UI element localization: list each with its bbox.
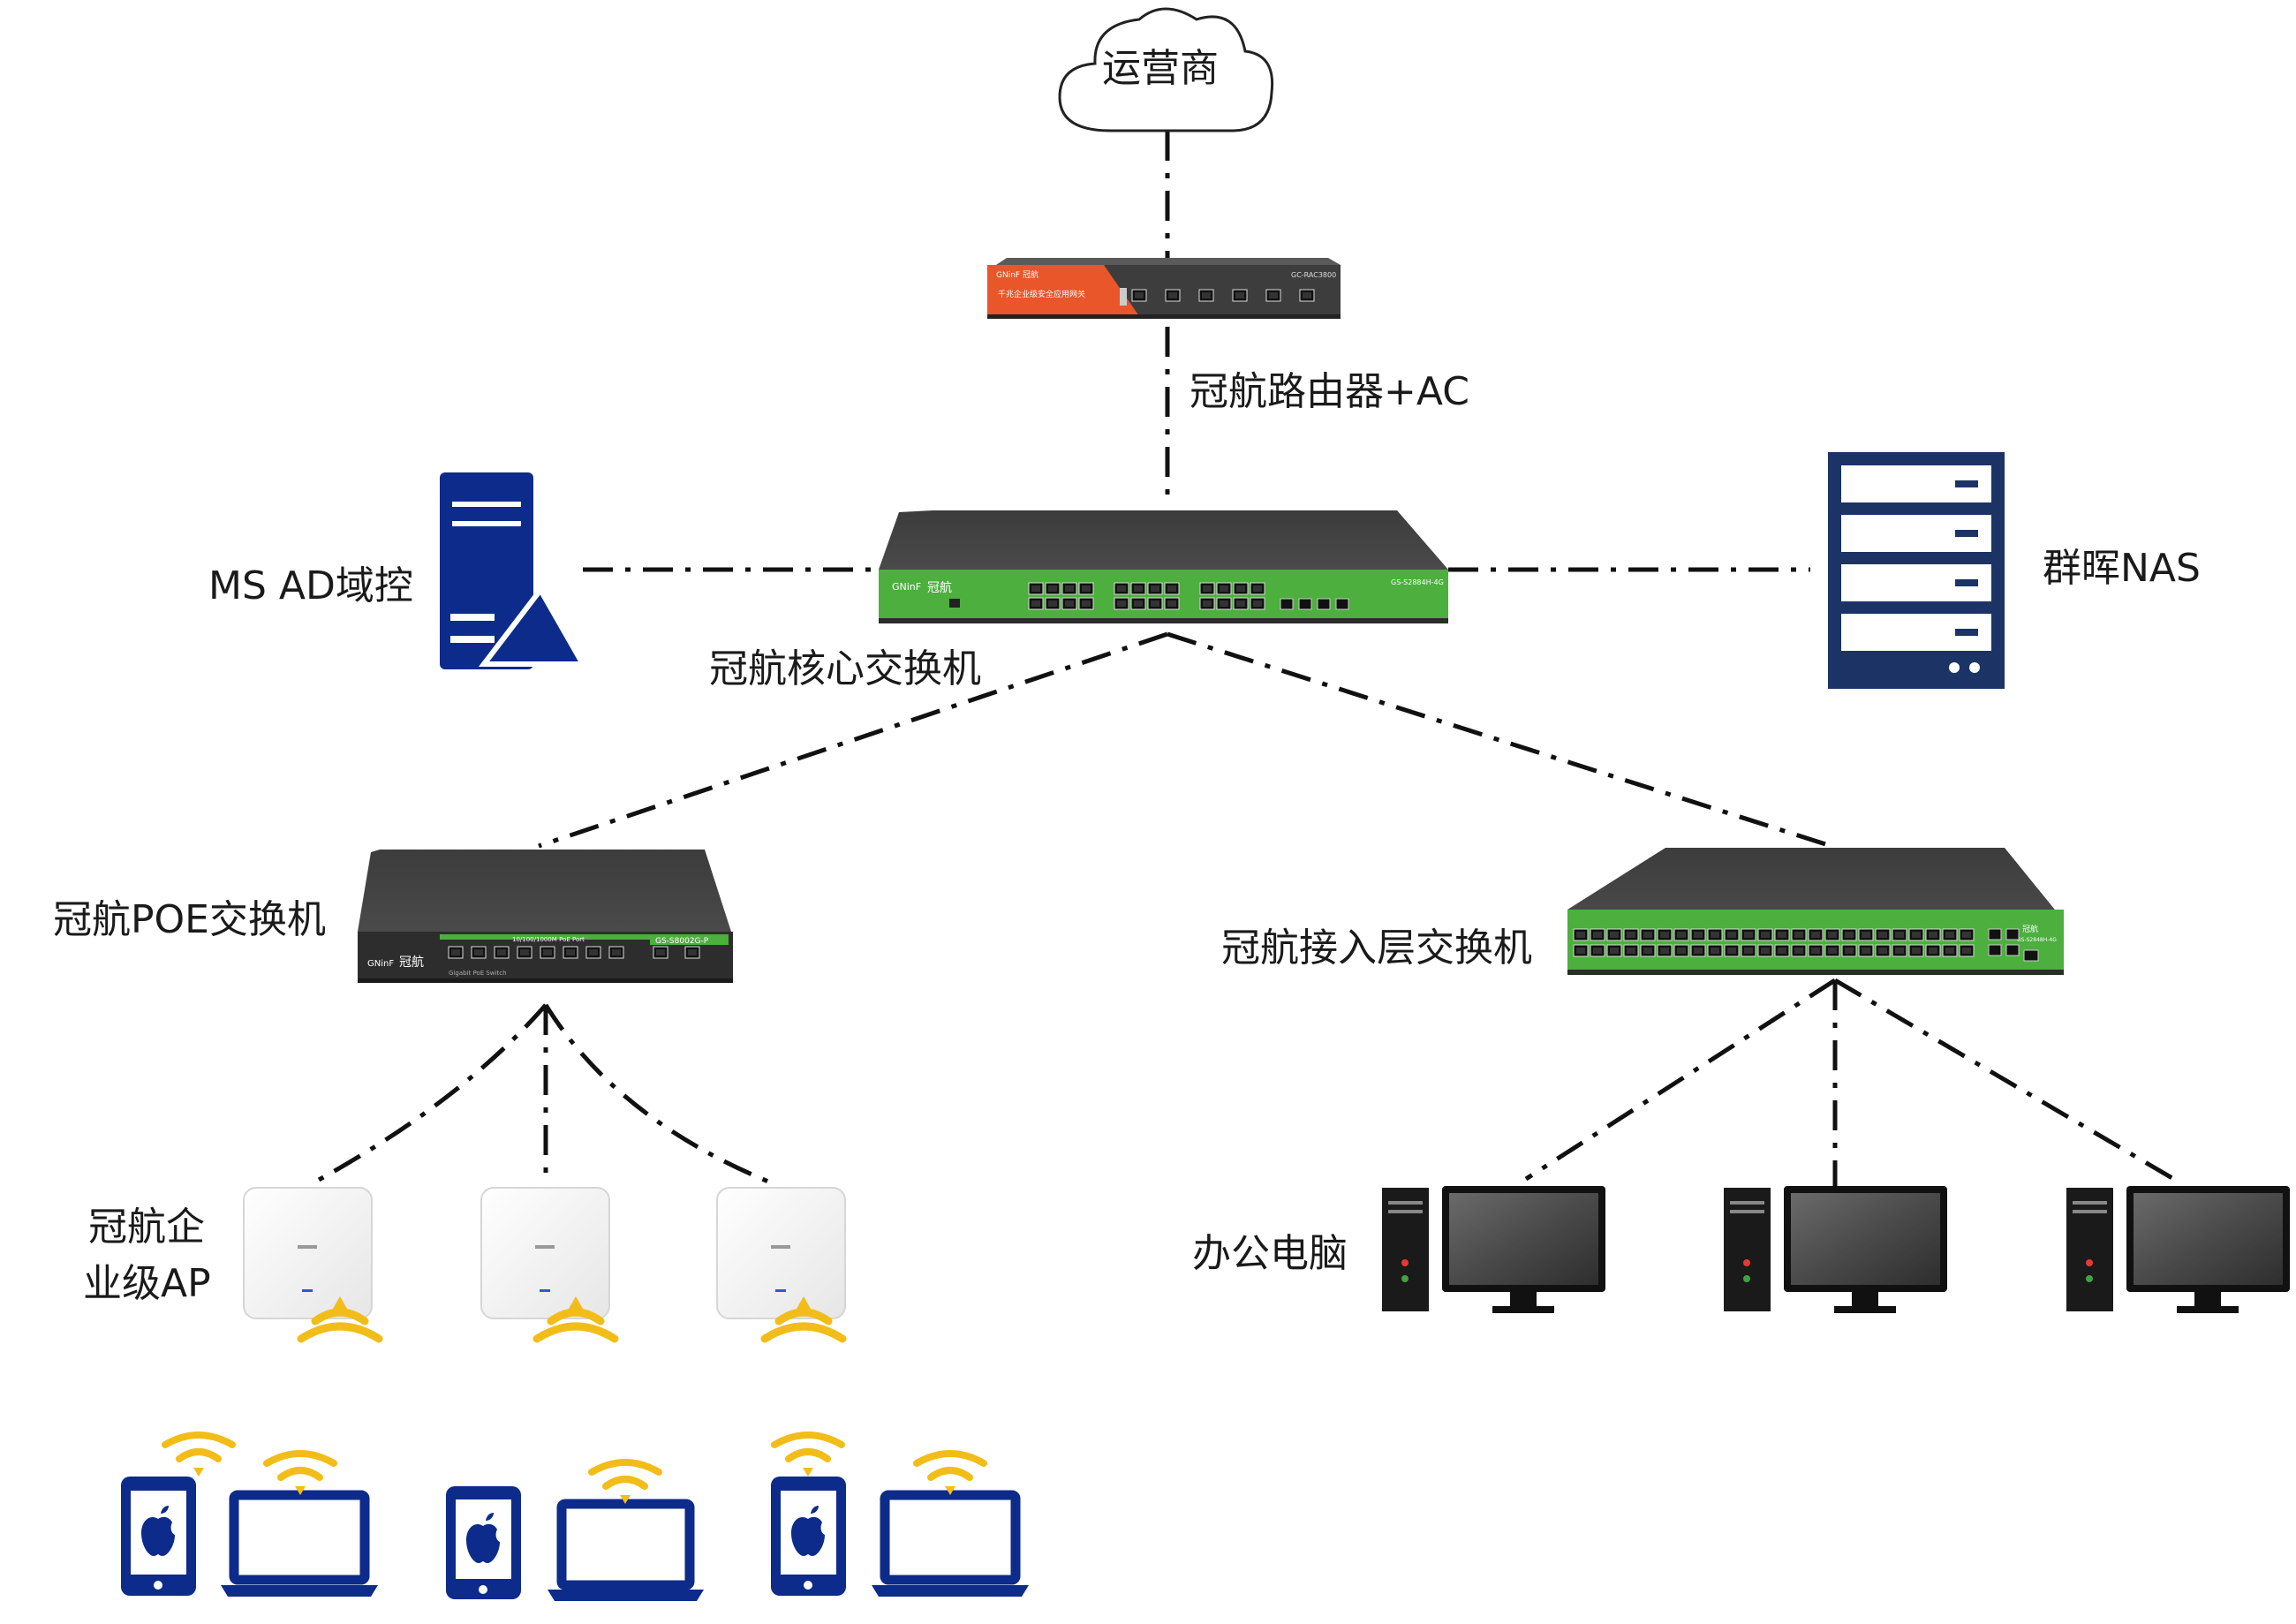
link-poe-ap1 — [307, 1003, 548, 1188]
laptop-icon — [872, 1490, 1029, 1597]
link-core-access — [1167, 631, 1838, 850]
client-group-2 — [446, 1462, 704, 1601]
link-core-poe — [538, 631, 1168, 849]
core-model: GS-S2884H-4G — [1391, 578, 1444, 586]
laptop-icon — [548, 1499, 704, 1601]
office-pc-3 — [2066, 1186, 2290, 1313]
access-point-1 — [243, 1187, 379, 1339]
links — [307, 131, 2183, 1188]
access-switch-label: 冠航接入层交换机 — [1221, 925, 1532, 971]
link-access-pc3 — [1833, 978, 2183, 1186]
isp-cloud-icon — [1058, 7, 1274, 132]
wifi-signal-icon — [917, 1454, 984, 1495]
wifi-signal-icon — [267, 1454, 334, 1495]
core-switch-device: GNinF 冠航 GS-S2884H-4G — [879, 510, 1448, 623]
wifi-signal-icon — [774, 1435, 842, 1477]
office-pc-2 — [1724, 1186, 1947, 1313]
office-pc-label: 办公电脑 — [1192, 1231, 1348, 1276]
router-label: 冠航路由器+AC — [1190, 369, 1469, 414]
nas-server-icon — [1828, 452, 2005, 689]
nas-label: 群晖NAS — [2043, 546, 2201, 591]
phone-icon — [121, 1477, 196, 1596]
ad-label: MS AD域控 — [208, 563, 413, 608]
poe-switch-label: 冠航POE交换机 — [53, 897, 326, 942]
ap-label-line1: 冠航企 — [88, 1205, 205, 1250]
access-model: GS-S2848H-4G — [2017, 937, 2057, 943]
phone-icon — [771, 1477, 846, 1596]
poe-model: GS-S8002G-P — [655, 937, 709, 946]
link-access-pc1 — [1524, 978, 1837, 1182]
core-brand: 冠航 — [927, 581, 952, 595]
wifi-signal-icon — [592, 1462, 659, 1504]
poe-switch-device: GS-S8002G-P 10/100/1000M PoE Port Gigabi… — [358, 850, 733, 983]
access-point-2 — [480, 1187, 615, 1339]
access-switch-device: 冠航 GS-S2848H-4G — [1567, 848, 2064, 975]
core-switch-label: 冠航核心交换机 — [709, 646, 981, 691]
svg-text:GNinF: GNinF — [892, 581, 921, 593]
svg-text:GNinF: GNinF — [367, 959, 394, 969]
ad-server-icon — [440, 472, 588, 669]
ap-label-line2: 业级AP — [83, 1261, 211, 1306]
laptop-icon — [221, 1490, 378, 1597]
link-poe-ap3 — [543, 1003, 778, 1188]
wifi-signal-icon — [165, 1435, 232, 1477]
router-device: GNinF 冠航 千兆企业级安全应用网关 GC-RAC3800 — [987, 258, 1341, 319]
poe-sub-label: Gigabit PoE Switch — [449, 970, 507, 977]
access-port-grid — [1573, 928, 2039, 962]
office-pc-1 — [1382, 1186, 1605, 1313]
client-group-3 — [771, 1435, 1029, 1597]
access-brand: 冠航 — [2022, 924, 2038, 934]
poe-ports-label: 10/100/1000M PoE Port — [512, 936, 585, 943]
poe-brand: 冠航 — [399, 956, 424, 970]
router-brand: GNinF 冠航 — [996, 269, 1038, 280]
client-group-1 — [121, 1435, 378, 1597]
router-model: GC-RAC3800 — [1291, 271, 1336, 279]
access-point-3 — [716, 1187, 845, 1339]
phone-icon — [446, 1486, 521, 1599]
router-desc: 千兆企业级安全应用网关 — [998, 289, 1085, 299]
isp-label: 运营商 — [1102, 46, 1219, 91]
